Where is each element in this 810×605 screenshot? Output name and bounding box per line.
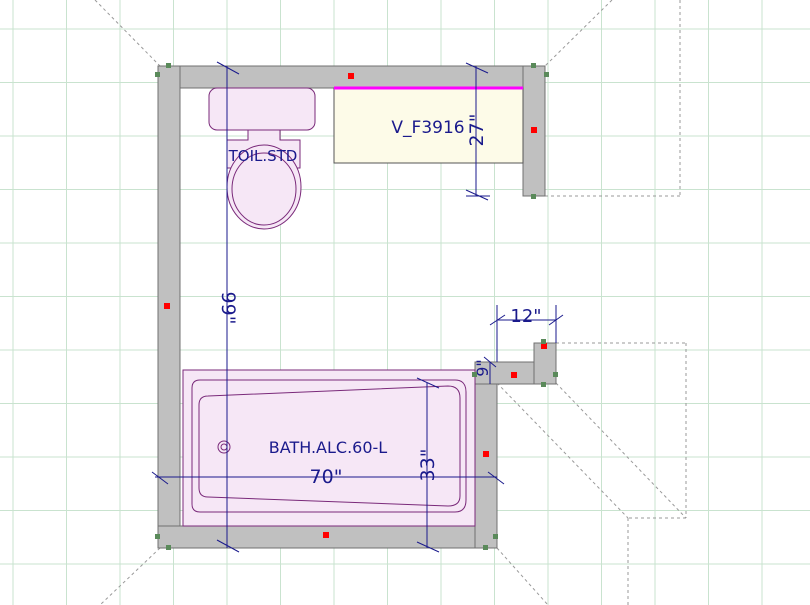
dimension-room-length: 99" (217, 292, 239, 325)
handle-green[interactable] (472, 372, 477, 377)
vanity-body[interactable] (333, 87, 524, 164)
dimension-labels: 99" 27" 70" 33" 12" 9" (217, 114, 542, 488)
dimension-lines (151, 61, 564, 553)
dimension-nib-depth: 9" (473, 359, 492, 377)
handle-green[interactable] (553, 372, 558, 377)
handle-green[interactable] (531, 63, 536, 68)
bathtub-outer[interactable] (182, 369, 476, 527)
dimension-nib-width: 12" (510, 306, 541, 327)
handle-red[interactable] (483, 451, 489, 457)
handle-green[interactable] (541, 339, 546, 344)
vanity[interactable]: V_F3916 (333, 86, 524, 164)
handle-green[interactable] (483, 545, 488, 550)
handle-green[interactable] (544, 72, 549, 77)
guide-lines (94, 0, 687, 605)
handle-red[interactable] (511, 372, 517, 378)
toilet[interactable]: TOIL.STD (208, 87, 316, 230)
green-handles[interactable] (155, 63, 558, 550)
handle-green[interactable] (541, 382, 546, 387)
toilet-label: TOIL.STD (228, 147, 298, 165)
handle-green[interactable] (493, 534, 498, 539)
handle-green[interactable] (155, 534, 160, 539)
bathtub-rim (191, 379, 467, 513)
handle-red[interactable] (541, 343, 547, 349)
vanity-label: V_F3916 (391, 118, 464, 138)
dimension-bath-depth: 33" (417, 449, 439, 482)
handle-red[interactable] (323, 532, 329, 538)
bath-label: BATH.ALC.60-L (269, 438, 388, 457)
red-handles[interactable] (164, 73, 547, 538)
handle-green[interactable] (166, 63, 171, 68)
bathtub-basin (198, 385, 461, 507)
bathtub[interactable]: BATH.ALC.60-L (182, 369, 476, 527)
handle-red[interactable] (164, 303, 170, 309)
handle-green[interactable] (155, 72, 160, 77)
handle-red[interactable] (531, 127, 537, 133)
toilet-bowl-inner (231, 152, 297, 226)
toilet-tank[interactable] (208, 87, 316, 131)
handle-red[interactable] (348, 73, 354, 79)
handle-green[interactable] (531, 194, 536, 199)
dimension-bath-width: 70" (310, 466, 343, 488)
dimension-vanity-depth: 27" (466, 114, 488, 147)
handle-green[interactable] (166, 545, 171, 550)
drain-icon (217, 440, 231, 454)
wall-nib-vertical[interactable] (533, 342, 557, 385)
